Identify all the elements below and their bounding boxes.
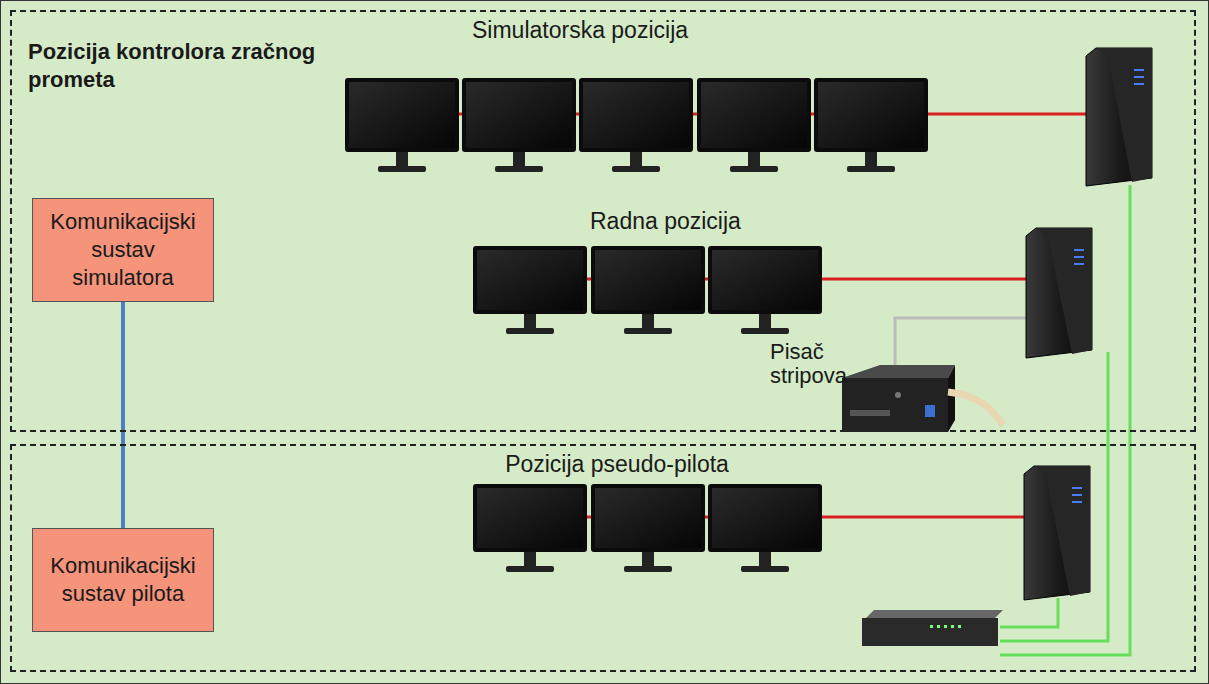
monitor-screen [477, 488, 583, 548]
tower-front [1096, 48, 1152, 182]
monitor [591, 246, 705, 334]
monitor-screen [818, 82, 924, 148]
monitor-neck [759, 552, 771, 566]
tower-led [1074, 256, 1084, 258]
monitor-neck [759, 314, 771, 328]
tower-led [1072, 494, 1082, 496]
tower-front [1034, 466, 1090, 596]
region-heading: Pozicija kontrolora zračnog prometa [28, 38, 318, 94]
monitor-neck [630, 152, 642, 166]
monitor-neck [524, 314, 536, 328]
printer-wire [895, 318, 1028, 372]
network-switch [862, 610, 1003, 646]
monitor-bezel [697, 78, 811, 152]
monitor-bezel [591, 246, 705, 314]
monitor-neck [748, 152, 760, 166]
monitor-bezel [345, 78, 459, 152]
monitor [473, 484, 587, 572]
monitor-neck [642, 314, 654, 328]
monitor-screen [595, 250, 701, 310]
system-box: Komunikacijski sustav simulatora [32, 198, 214, 302]
box-text: Komunikacijski sustav pilota [43, 552, 203, 608]
monitor [473, 246, 587, 334]
position-label: Radna pozicija [590, 207, 741, 235]
monitor-base [741, 566, 789, 572]
system-box: Komunikacijski sustav pilota [32, 528, 214, 632]
position-region: Pozicija pseudo-pilotaKomunikacijski sus… [10, 444, 1196, 672]
monitor-base [612, 166, 660, 172]
monitor-screen [712, 488, 818, 548]
monitor-bezel [708, 246, 822, 314]
monitor-base [624, 328, 672, 334]
monitor [462, 78, 576, 172]
tower-led [1134, 83, 1144, 85]
tower-body [1086, 48, 1152, 186]
monitor-base [730, 166, 778, 172]
monitor-neck [865, 152, 877, 166]
monitor-neck [642, 552, 654, 566]
position-label: Simulatorska pozicija [472, 16, 688, 44]
monitor-screen [349, 82, 455, 148]
monitor-screen [701, 82, 807, 148]
monitor [579, 78, 693, 172]
monitor-neck [396, 152, 408, 166]
monitor-base [378, 166, 426, 172]
tower-body [1026, 228, 1092, 358]
monitor-neck [513, 152, 525, 166]
monitor-neck [524, 552, 536, 566]
monitor-base [506, 566, 554, 572]
monitor-base [741, 328, 789, 334]
monitor-screen [595, 488, 701, 548]
monitor [345, 78, 459, 172]
monitor-bezel [591, 484, 705, 552]
computer-tower [1086, 48, 1152, 186]
monitor [814, 78, 928, 172]
monitor-base [506, 328, 554, 334]
tower-led [1074, 263, 1084, 265]
monitor [697, 78, 811, 172]
position-label: Pisač stripova [770, 340, 842, 388]
monitor-bezel [579, 78, 693, 152]
monitor-screen [583, 82, 689, 148]
monitor-screen [712, 250, 818, 310]
monitor-bezel [708, 484, 822, 552]
network-wire [1000, 352, 1108, 641]
monitor [591, 484, 705, 572]
monitor-bezel [473, 484, 587, 552]
tower-led [1134, 76, 1144, 78]
network-wire [1000, 185, 1130, 655]
monitor-screen [466, 82, 572, 148]
comm-link [123, 302, 124, 528]
tower-front [1036, 228, 1092, 354]
region-heading: Pozicija pseudo-pilota [467, 450, 767, 478]
network-wire [1000, 598, 1058, 627]
tower-led [1072, 501, 1082, 503]
monitor-base [847, 166, 895, 172]
strip-printer [842, 365, 1003, 432]
monitor-screen [477, 250, 583, 310]
tower-led [1134, 69, 1144, 71]
monitor-base [495, 166, 543, 172]
tower-body [1024, 466, 1090, 600]
box-text: Komunikacijski sustav simulatora [43, 208, 203, 292]
monitor-bezel [473, 246, 587, 314]
monitor [708, 246, 822, 334]
monitor-bezel [814, 78, 928, 152]
computer-tower [1024, 466, 1090, 600]
monitor [708, 484, 822, 572]
monitor-bezel [462, 78, 576, 152]
computer-tower [1026, 228, 1092, 358]
monitor-base [624, 566, 672, 572]
tower-led [1072, 487, 1082, 489]
comm-line [121, 302, 125, 528]
tower-led [1074, 249, 1084, 251]
